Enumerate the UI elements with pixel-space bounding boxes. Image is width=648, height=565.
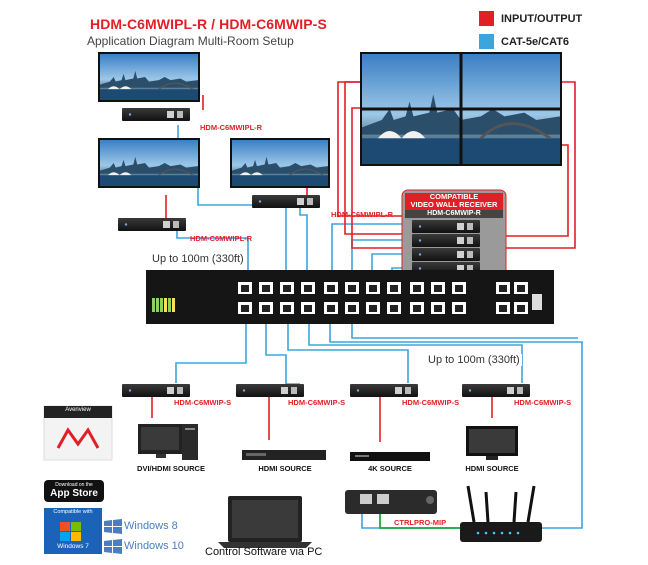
display-top: [98, 52, 200, 102]
laptop-icon: [218, 496, 312, 548]
switch-port: [324, 302, 338, 314]
receiver-top-label: HDM-C6MWIPL-R: [200, 123, 263, 132]
controller-device: [345, 490, 437, 514]
video-wall-title-line1: COMPATIBLE: [429, 192, 479, 201]
switch-port: [387, 302, 401, 314]
distance-lower: Up to 100m (330ft): [426, 354, 522, 366]
receiver-right: [252, 195, 320, 208]
app-store-small-text: Download on the: [55, 482, 93, 488]
display-right: [230, 138, 330, 188]
video-wall: [360, 52, 562, 166]
receiver-top: [122, 108, 190, 121]
diagram-subtitle: Application Diagram Multi-Room Setup: [87, 34, 294, 48]
source-4-label: HDMI SOURCE: [465, 464, 519, 473]
switch-port: [259, 302, 273, 314]
avenview-badge: [43, 405, 113, 461]
switch-port: [345, 302, 359, 314]
switch-port: [238, 302, 252, 314]
diagram-title: HDM-C6MWIPL-R / HDM-C6MWIP-S: [90, 16, 327, 32]
windows8-label: Windows 8: [124, 520, 178, 532]
source-1-label: DVI/HDMI SOURCE: [137, 464, 205, 473]
compatible-text: Compatible with: [53, 509, 93, 515]
switch-port: [387, 282, 401, 294]
sender-3-label: HDM-C6MWIP-S: [402, 398, 460, 407]
receiver-left-label: HDM-C6MWIPL-R: [190, 234, 253, 243]
video-wall-title: COMPATIBLE VIDEO WALL RECEIVER: [405, 193, 503, 209]
brand-label: Avenview: [65, 407, 91, 413]
legend-swatch-cat6: [479, 34, 494, 49]
control-software-label: Control Software via PC: [205, 546, 323, 558]
switch-port: [452, 302, 466, 314]
switch-port: [301, 282, 315, 294]
video-wall-title-line2: VIDEO WALL RECEIVER: [410, 200, 498, 209]
sender-1: [122, 384, 190, 397]
sender-3: [350, 384, 418, 397]
pc-monitor-icon: [138, 424, 198, 460]
display-left: [98, 138, 200, 188]
legend-label-cat6: CAT-5e/CAT6: [501, 36, 570, 48]
switch-port: [452, 282, 466, 294]
switch-port: [366, 302, 380, 314]
switch-port: [410, 282, 424, 294]
switch-port: [259, 282, 273, 294]
control-cable: [379, 512, 470, 529]
sender-4-label: HDM-C6MWIP-S: [514, 398, 572, 407]
distance-upper: Up to 100m (330ft): [150, 253, 246, 265]
switch-port: [345, 282, 359, 294]
windows7-label: Windows 7: [57, 543, 89, 550]
switch-port: [496, 282, 510, 294]
sender-4: [462, 384, 530, 397]
source-2-label: HDMI SOURCE: [258, 464, 312, 473]
video-wall-model: HDM-C6MWIP-R: [427, 210, 481, 217]
video-wall-receiver-stack: [401, 189, 507, 279]
switch-port: [280, 282, 294, 294]
source-3-label: 4K SOURCE: [368, 464, 412, 473]
app-store-badge[interactable]: Download on the App Store: [44, 480, 104, 502]
app-store-big-text: App Store: [50, 488, 98, 499]
switch-port: [431, 282, 445, 294]
sender-2-label: HDM-C6MWIP-S: [288, 398, 346, 407]
media-player-icon: [242, 450, 326, 460]
sender-1-label: HDM-C6MWIP-S: [174, 398, 232, 407]
receiver-right-label: HDM-C6MWIPL-R: [331, 210, 394, 219]
legend-swatch-input-output: [479, 11, 494, 26]
windows-logo-icon: [44, 508, 122, 554]
router-icon: [460, 485, 542, 542]
receiver-left: [118, 218, 186, 231]
legend-label-input-output: INPUT/OUTPUT: [501, 13, 583, 25]
switch-port: [514, 282, 528, 294]
switch-port: [238, 282, 252, 294]
4k-player-icon: [350, 452, 430, 461]
switch-port: [301, 302, 315, 314]
switch-port: [514, 302, 528, 314]
tv-icon: [466, 426, 518, 460]
switch-port: [496, 302, 510, 314]
switch-port: [431, 302, 445, 314]
switch-port: [280, 302, 294, 314]
switch-port: [410, 302, 424, 314]
controller-label: CTRLPRO-MIP: [394, 518, 447, 527]
network-switch: [146, 270, 554, 324]
switch-port: [324, 282, 338, 294]
windows10-label: Windows 10: [124, 540, 184, 552]
sender-2: [236, 384, 304, 397]
switch-port: [366, 282, 380, 294]
